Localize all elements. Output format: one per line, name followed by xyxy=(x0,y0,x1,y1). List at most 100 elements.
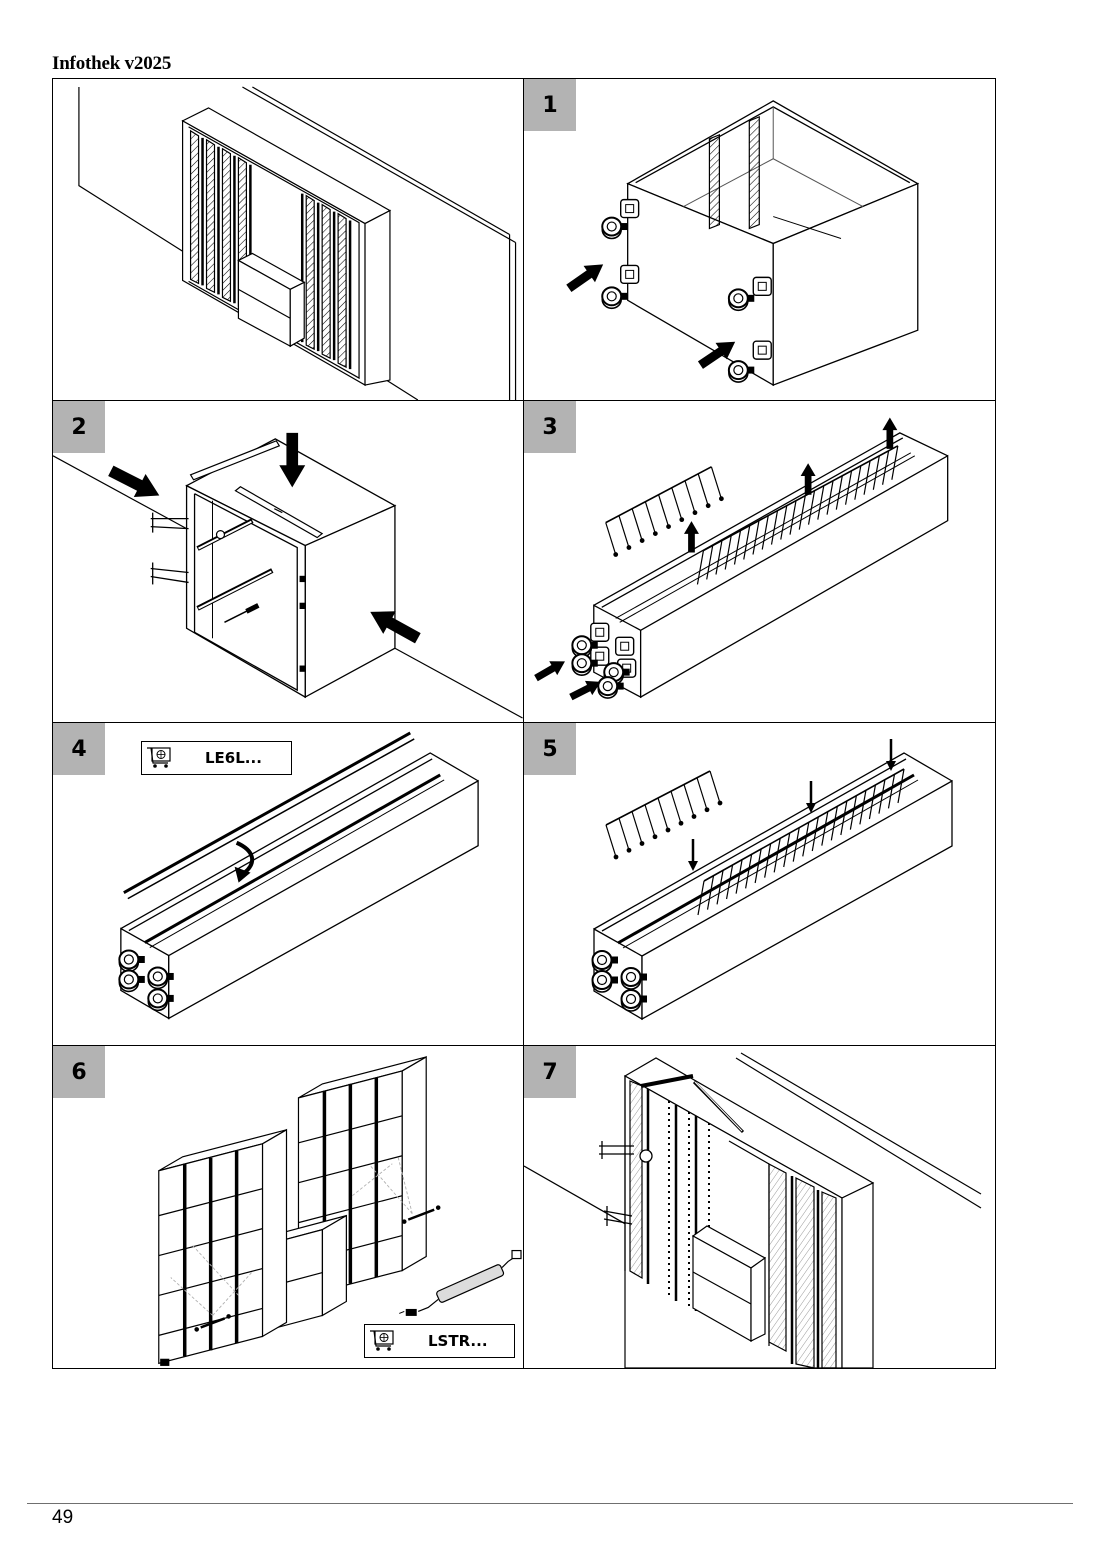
comb-hook xyxy=(666,524,671,530)
comb-tine xyxy=(798,495,806,530)
long-carcass-box xyxy=(593,752,953,1021)
comb-hook xyxy=(718,496,724,502)
comb-tine xyxy=(671,487,683,520)
comb-hook xyxy=(704,807,710,813)
comb-tine xyxy=(826,480,834,515)
step-4-drawing xyxy=(118,731,479,1020)
comb-tine xyxy=(716,870,724,905)
comb-tine xyxy=(697,880,705,916)
comb-tine xyxy=(752,520,760,555)
comb-hook xyxy=(679,517,685,523)
step-6-panel: 6 LSTR... xyxy=(52,1045,524,1369)
comb-tine xyxy=(631,508,643,541)
light-cones xyxy=(170,1157,413,1316)
comb-tine xyxy=(754,848,762,884)
comb-tine xyxy=(631,811,643,844)
comb-tine xyxy=(887,774,896,809)
comb-tine xyxy=(697,473,709,506)
comb-tine xyxy=(872,455,880,490)
comb-tine xyxy=(811,816,819,852)
comb-tine xyxy=(773,838,781,873)
comb-tine xyxy=(807,490,816,525)
comb-rack-installed xyxy=(697,768,905,916)
comb-hook xyxy=(717,800,723,806)
comb-tine xyxy=(644,501,656,534)
step-number-badge: 4 xyxy=(53,723,105,775)
tall-cabinet-group-right xyxy=(297,1055,427,1299)
comb-tine xyxy=(715,540,723,575)
wall-outline xyxy=(53,455,523,719)
comb-hook xyxy=(613,854,619,860)
door-hinge-brackets xyxy=(150,512,189,585)
comb-hook xyxy=(626,847,632,853)
part-order-label: LSTR... xyxy=(364,1324,515,1358)
step-1-drawing xyxy=(563,100,920,387)
comb-hook xyxy=(705,503,711,509)
comb-tine xyxy=(709,770,721,804)
step-5-drawing xyxy=(591,737,953,1021)
comb-tine xyxy=(733,530,742,565)
comb-tine xyxy=(891,445,899,480)
comb-tine xyxy=(683,784,695,817)
comb-tine xyxy=(724,535,732,570)
screwdriver-icon xyxy=(224,603,260,623)
comb-hook xyxy=(639,841,645,846)
step-6-drawing xyxy=(158,1055,522,1366)
comb-hook xyxy=(652,834,658,840)
comb-tine xyxy=(658,494,670,527)
step-number-badge: 3 xyxy=(524,401,576,453)
overview-panel xyxy=(52,78,524,401)
comb-tine xyxy=(878,779,886,814)
part-order-label: LE6L... xyxy=(141,741,292,775)
carcass-box xyxy=(626,100,920,387)
document-title: Infothek v2025 xyxy=(52,53,172,74)
comb-tine xyxy=(859,790,867,825)
step-number-badge: 6 xyxy=(53,1046,105,1098)
comb-tine xyxy=(618,515,630,548)
step-3-drawing xyxy=(531,417,949,705)
comb-tine xyxy=(743,525,751,560)
comb-tine xyxy=(696,777,708,810)
comb-tine xyxy=(761,515,769,550)
step-4-panel: 4 LE6L... xyxy=(52,722,524,1046)
comb-tine xyxy=(670,791,682,824)
long-carcass-box xyxy=(593,432,949,699)
drawer-unit xyxy=(237,252,306,348)
comb-tine xyxy=(710,466,722,499)
comb-tine xyxy=(840,800,848,836)
comb-hook xyxy=(678,820,684,826)
comb-tine xyxy=(706,545,714,580)
comb-tine xyxy=(830,806,838,841)
comb-tine xyxy=(849,795,857,830)
comb-tine xyxy=(844,470,853,505)
comb-tine xyxy=(821,811,829,846)
comb-tine xyxy=(863,460,871,495)
comb-tine xyxy=(745,854,753,889)
door-rails xyxy=(639,1074,745,1163)
drawer-slide-parts xyxy=(196,518,274,611)
drawer-unit xyxy=(691,1225,767,1343)
rotate-arrow-icon xyxy=(234,840,255,883)
comb-tine xyxy=(783,832,791,868)
long-carcass-box xyxy=(120,752,479,1020)
cabinet-drawing xyxy=(623,1057,875,1368)
door-hinge-brackets xyxy=(599,1141,634,1226)
step-number-badge: 7 xyxy=(524,1046,576,1098)
comb-hook xyxy=(692,510,698,516)
comb-tine xyxy=(605,824,617,858)
part-code: LE6L... xyxy=(205,749,262,767)
step-2-panel: 2 xyxy=(52,400,524,723)
shopping-cart-icon xyxy=(370,1330,394,1351)
comb-tine xyxy=(764,843,772,878)
step-number-badge: 1 xyxy=(524,79,576,131)
comb-tine xyxy=(735,859,743,894)
led-strips xyxy=(194,1205,441,1332)
comb-hook xyxy=(639,538,645,543)
led-profile-rail xyxy=(123,731,415,900)
comb-hook xyxy=(626,545,632,550)
comb-tine xyxy=(882,450,890,485)
comb-rack-removed xyxy=(605,466,724,557)
comb-rack-installed xyxy=(696,445,899,585)
comb-hook xyxy=(691,814,697,819)
comb-tine xyxy=(605,522,617,555)
